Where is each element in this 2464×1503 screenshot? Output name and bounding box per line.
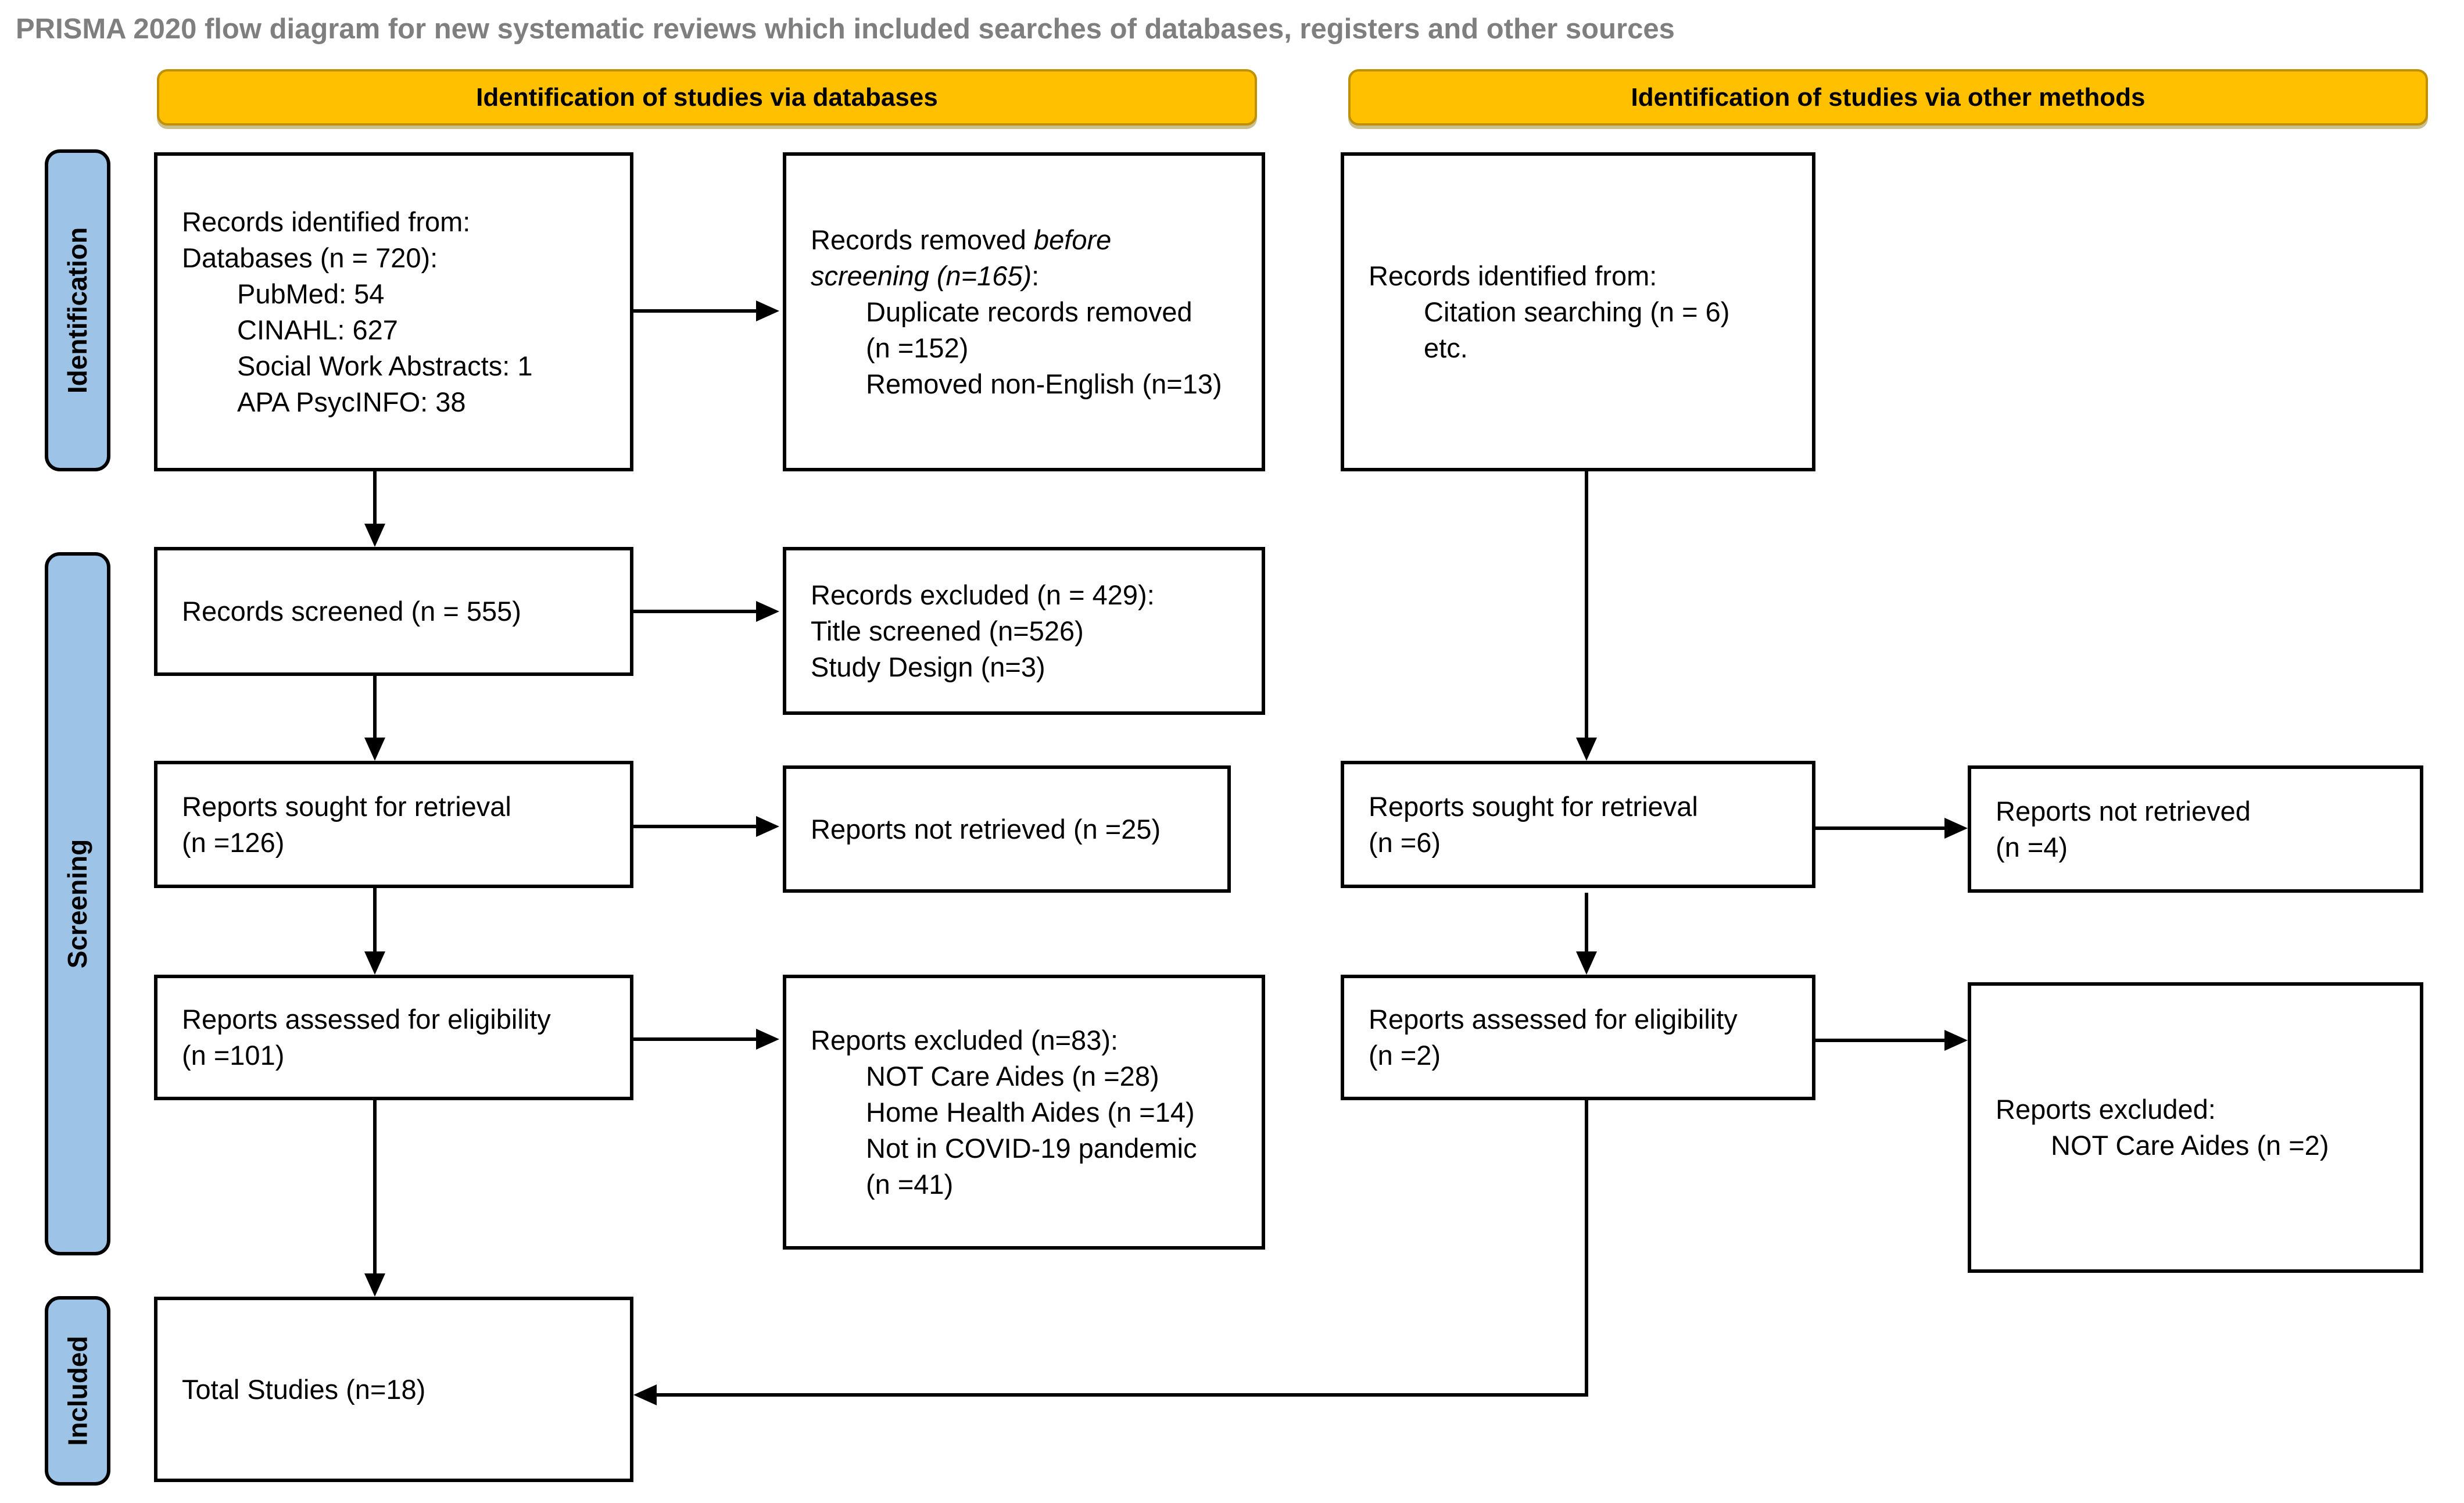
text-line: Records identified from: [182,206,471,237]
box-records-identified-other-methods: Records identified from: Citation search… [1341,152,1815,471]
text-line: Study Design (n=3) [811,651,1045,682]
box-reports-not-retrieved-databases: Reports not retrieved (n =25) [783,765,1231,893]
text-line: Total Studies (n=18) [182,1373,426,1405]
banner-identification-via-databases: Identification of studies via databases [157,69,1257,126]
text-line: (n =4) [1996,831,2068,863]
arrowhead-down-icon [364,524,385,547]
connector-identified-to-removed [633,309,756,313]
box-reports-sought-databases: Reports sought for retrieval (n =126) [154,761,633,888]
connector-assessed-to-reports-excluded [633,1037,756,1041]
box-records-identified-databases: Records identified from: Databases (n = … [154,152,633,471]
text-line: Reports not retrieved (n =25) [811,813,1161,844]
box-reports-assessed-databases: Reports assessed for eligibility (n =101… [154,975,633,1100]
text-line: Reports assessed for eligibility [1369,1004,1738,1035]
arrowhead-down-icon [1576,738,1597,761]
arrowhead-down-icon [364,1273,385,1297]
text-segment-italic: screening (n=165) [811,260,1032,291]
text-line: etc. [1424,332,1468,363]
connector-sought-to-not-retrieved [633,825,756,828]
text-line: (n =41) [866,1168,954,1200]
arrowhead-right-icon [756,1029,779,1050]
box-records-removed-before-screening: Records removed before screening (n=165)… [783,152,1265,471]
connector-other-sought-to-assessed [1585,893,1588,951]
text-line: Records excluded (n = 429): [811,579,1155,610]
connector-other-sought-to-not-retrieved [1815,826,1944,830]
text-line: APA PsycINFO: 38 [237,386,466,417]
connector-assessed-to-total [373,1100,377,1273]
banner-databases-label: Identification of studies via databases [476,83,938,112]
text-line: Home Health Aides (n =14) [866,1096,1195,1128]
sidebar-stage-screening: Screening [45,552,110,1255]
connector-identified-to-screened [373,471,377,524]
text-line: Citation searching (n = 6) [1424,296,1730,327]
text-line: CINAHL: 627 [237,314,398,345]
text-line: NOT Care Aides (n =28) [866,1060,1159,1092]
sidebar-screening-label: Screening [62,839,93,969]
sidebar-stage-included: Included [45,1296,110,1486]
text-line: Records identified from: [1369,260,1657,291]
box-records-excluded: Records excluded (n = 429): Title screen… [783,547,1265,715]
box-total-studies: Total Studies (n=18) [154,1297,633,1482]
box-records-screened: Records screened (n = 555) [154,547,633,676]
text-segment-italic: before [1034,224,1112,255]
sidebar-included-label: Included [62,1336,93,1446]
box-reports-not-retrieved-other-methods: Reports not retrieved (n =4) [1968,765,2423,893]
text-line: (n =126) [182,826,285,858]
text-line: Duplicate records removed [866,296,1192,327]
text-line: Title screened (n=526) [811,615,1084,646]
text-line: PubMed: 54 [237,278,385,309]
arrowhead-right-icon [1944,818,1968,839]
arrowhead-down-icon [1576,951,1597,975]
text-segment: : [1032,260,1040,291]
text-line: Reports not retrieved [1996,795,2251,826]
connector-other-assessed-to-excluded [1815,1039,1944,1042]
arrowhead-right-icon [1944,1030,1968,1051]
text-line: (n =2) [1369,1040,1441,1071]
text-line: Reports excluded (n=83): [811,1024,1119,1055]
text-line: Not in COVID-19 pandemic [866,1132,1197,1164]
arrowhead-left-icon [633,1384,657,1405]
connector-screened-to-sought [373,676,377,738]
page-title: PRISMA 2020 flow diagram for new systema… [16,13,1675,45]
arrowhead-down-icon [364,738,385,761]
box-reports-excluded-other-methods: Reports excluded: NOT Care Aides (n =2) [1968,982,2423,1273]
arrowhead-down-icon [364,951,385,975]
sidebar-stage-identification: Identification [45,149,110,471]
text-segment: Records removed [811,224,1034,255]
text-line: Removed non-English (n=13) [866,368,1222,399]
connector-other-identified-to-sought [1585,471,1588,738]
banner-other-label: Identification of studies via other meth… [1631,83,2146,112]
connector-other-assessed-elbow-horizontal [657,1393,1588,1397]
text-line: Records screened (n = 555) [182,596,521,627]
text-line: (n =101) [182,1040,285,1071]
text-line: Records removed before [811,222,1244,258]
text-line: Reports assessed for eligibility [182,1004,551,1035]
arrowhead-right-icon [756,601,779,622]
text-line: (n =6) [1369,826,1441,858]
text-line: Reports sought for retrieval [182,790,511,822]
connector-sought-to-assessed [373,888,377,951]
sidebar-identification-label: Identification [62,227,93,394]
text-line: Databases (n = 720): [182,242,438,273]
text-line: Reports excluded: [1996,1094,2216,1125]
text-line: screening (n=165): [811,258,1244,294]
box-reports-sought-other-methods: Reports sought for retrieval (n =6) [1341,761,1815,888]
text-line: Social Work Abstracts: 1 [237,350,533,381]
text-line: Reports sought for retrieval [1369,790,1698,822]
connector-other-assessed-elbow-vertical [1585,1100,1588,1397]
text-line: (n =152) [866,332,969,363]
box-reports-excluded-databases: Reports excluded (n=83): NOT Care Aides … [783,975,1265,1250]
banner-identification-via-other-methods: Identification of studies via other meth… [1348,69,2428,126]
box-reports-assessed-other-methods: Reports assessed for eligibility (n =2) [1341,975,1815,1100]
arrowhead-right-icon [756,816,779,837]
arrowhead-right-icon [756,300,779,321]
connector-screened-to-excluded [633,610,756,613]
text-line: NOT Care Aides (n =2) [2051,1130,2329,1161]
